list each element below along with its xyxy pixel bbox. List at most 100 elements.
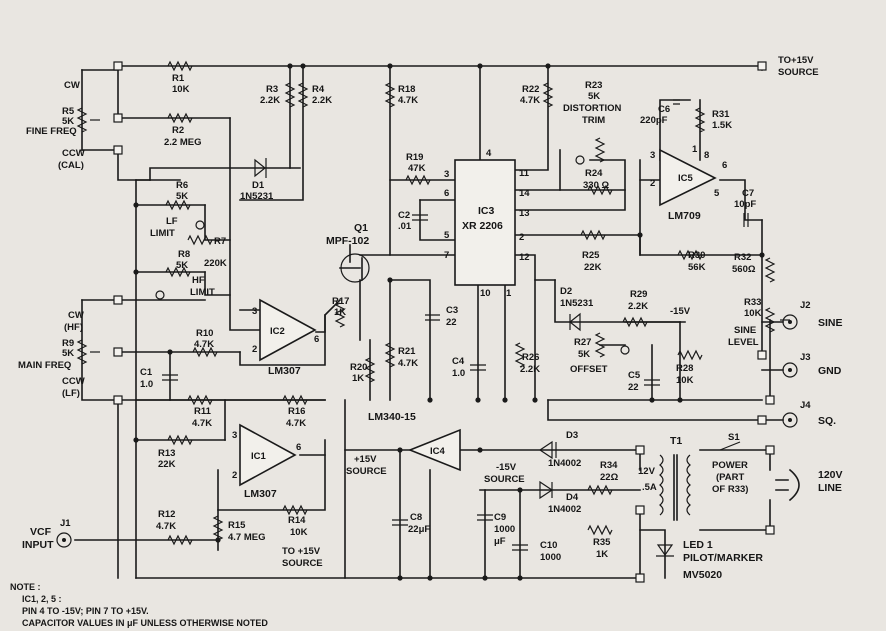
label-cw-main: CW — [68, 310, 84, 321]
label-r32: R32 — [734, 252, 751, 263]
label-c8-value: 22μF — [408, 524, 430, 535]
label-r12-value: 4.7K — [156, 521, 176, 532]
label-c4-value: 1.0 — [452, 368, 465, 379]
label-r11-value: 4.7K — [192, 418, 212, 429]
label-r6: R6 — [176, 180, 188, 191]
label-r19: R19 — [406, 152, 423, 163]
label-distortion: DISTORTION — [563, 103, 622, 114]
label-vcf: VCF — [30, 526, 52, 538]
label-led1-1: LED 1 — [683, 539, 713, 551]
label-plus15v-source-2: SOURCE — [346, 466, 387, 477]
label-hf-limit-2: LIMIT — [190, 287, 215, 298]
label-j1: J1 — [60, 518, 71, 529]
label-t1-12v: 12V — [638, 466, 656, 477]
label-vcf-input: INPUT — [22, 539, 54, 551]
label-d4-part: 1N4002 — [548, 504, 581, 515]
label-power: POWER — [712, 460, 748, 471]
label-r25-value: 22K — [584, 262, 602, 273]
ic4-regulator-body — [407, 428, 461, 472]
label-line: LINE — [818, 482, 842, 494]
label-r20: R20 — [350, 362, 367, 373]
ic3-pin-13: 13 — [519, 208, 530, 219]
label-r31: R31 — [712, 109, 730, 120]
label-r17-value: 1K — [334, 307, 346, 318]
label-q1-part: MPF-102 — [326, 235, 369, 247]
label-plus15v-source-1: +15V — [354, 454, 377, 465]
label-hf: (HF) — [64, 322, 83, 333]
label-c6-value: 220pF — [640, 115, 668, 126]
label-r15-value: 4.7 MEG — [228, 532, 266, 543]
notes-block: NOTE : IC1, 2, 5 : PIN 4 TO -15V; PIN 7 … — [10, 582, 268, 628]
label-r4-value: 2.2K — [312, 95, 332, 106]
ic2-pin-6: 6 — [314, 334, 319, 345]
ic2-opamp-body — [259, 298, 317, 362]
note-line-3: PIN 4 TO -15V; PIN 7 TO +15V. — [22, 606, 149, 616]
label-to15v-2-2: SOURCE — [282, 558, 323, 569]
label-r23: R23 — [585, 80, 602, 91]
label-c2: C2 — [398, 210, 410, 221]
note-line-2: IC1, 2, 5 : — [22, 594, 62, 604]
label-r13: R13 — [158, 448, 175, 459]
label-ic4: IC4 — [430, 446, 446, 457]
ic3-pin-1: 1 — [506, 288, 512, 299]
label-c10: C10 — [540, 540, 557, 551]
label-r15: R15 — [228, 520, 246, 531]
label-c8: C8 — [410, 512, 422, 523]
ic3-pin-6: 6 — [444, 188, 449, 199]
label-c5: C5 — [628, 370, 641, 381]
label-part-of-1: (PART — [716, 472, 745, 483]
label-r3: R3 — [266, 84, 278, 95]
label-s1: S1 — [728, 432, 740, 443]
ic2-pin-2: 2 — [252, 344, 257, 355]
label-trim: TRIM — [582, 115, 605, 126]
label-lf: (LF) — [62, 388, 80, 399]
label-r29-value: 2.2K — [628, 301, 648, 312]
ic5-pin-8: 8 — [704, 150, 709, 161]
label-c9: C9 — [494, 512, 506, 523]
label-lf-limit-1: LF — [166, 216, 178, 227]
label-ic3: IC3 — [478, 205, 495, 217]
label-part-of-2: OF R33) — [712, 484, 748, 495]
label-r12: R12 — [158, 509, 175, 520]
label-r23-value: 5K — [588, 91, 600, 102]
label-r20-value: 1K — [352, 373, 364, 384]
label-sine-level-1: SINE — [734, 325, 756, 336]
label-r11: R11 — [194, 406, 212, 417]
label-r16-value: 4.7K — [286, 418, 306, 429]
label-d3-part: 1N4002 — [548, 458, 581, 469]
ic3-pin-10: 10 — [480, 288, 491, 299]
label-r28: R28 — [676, 363, 693, 374]
label-c10-value: 1000 — [540, 552, 561, 563]
label-r27-value: 5K — [578, 349, 590, 360]
label-r9-value: 5K — [62, 348, 74, 359]
label-fine-freq: FINE FREQ — [26, 126, 77, 137]
label-j3: J3 — [800, 352, 811, 363]
label-r31-value: 1.5K — [712, 120, 732, 131]
label-c4: C4 — [452, 356, 465, 367]
label-d2-part: 1N5231 — [560, 298, 594, 309]
label-r8-value: 5K — [176, 260, 188, 271]
label-r26: R26 — [522, 352, 539, 363]
label-r10: R10 — [196, 328, 213, 339]
ic3-pin-11: 11 — [519, 168, 530, 179]
label-r9: R9 — [62, 338, 74, 349]
label-r21-value: 4.7K — [398, 358, 418, 369]
label-cw-top: CW — [64, 80, 80, 91]
label-q1: Q1 — [354, 222, 368, 234]
label-r1: R1 — [172, 73, 185, 84]
label-r19-value: 47K — [408, 163, 426, 174]
label-r18-value: 4.7K — [398, 95, 418, 106]
label-d1-part: 1N5231 — [240, 191, 274, 202]
label-lf-limit-2: LIMIT — [150, 228, 175, 239]
label-c1: C1 — [140, 367, 153, 378]
label-r2: R2 — [172, 125, 184, 136]
label-r8: R8 — [178, 249, 190, 260]
label-sine-level-2: LEVEL — [728, 337, 759, 348]
ic3-pin-3: 3 — [444, 169, 449, 180]
label-r22-value: 4.7K — [520, 95, 540, 106]
label-main-freq: MAIN FREQ — [18, 360, 71, 371]
ic5-pin-6: 6 — [722, 160, 727, 171]
label-c1-value: 1.0 — [140, 379, 153, 390]
label-r10-value: 4.7K — [194, 339, 214, 350]
label-d3: D3 — [566, 430, 578, 441]
